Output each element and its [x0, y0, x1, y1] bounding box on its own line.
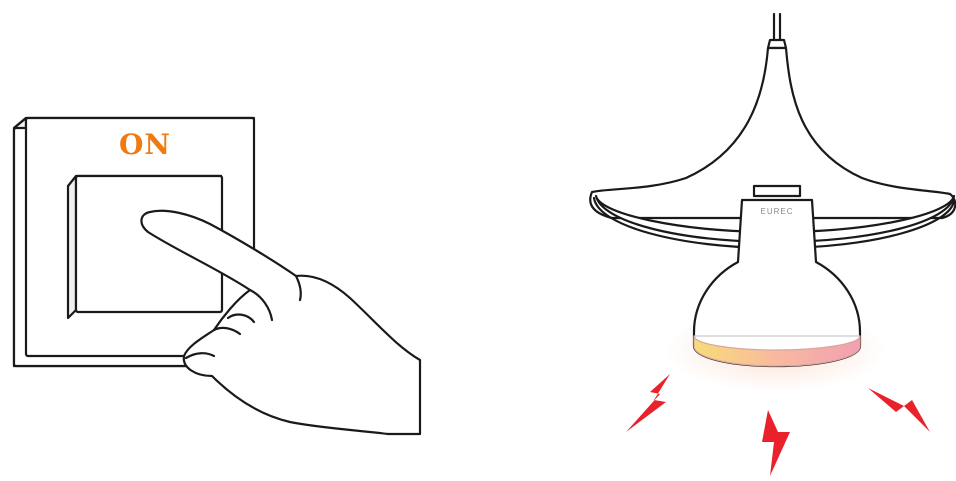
led-bulb-icon	[694, 200, 860, 366]
switch-state-label: ON	[119, 128, 171, 161]
spark-icon	[762, 410, 790, 476]
bulb-brand-label: EUREC	[760, 207, 793, 216]
spark-icon	[626, 374, 670, 432]
spark-icon	[868, 388, 930, 432]
